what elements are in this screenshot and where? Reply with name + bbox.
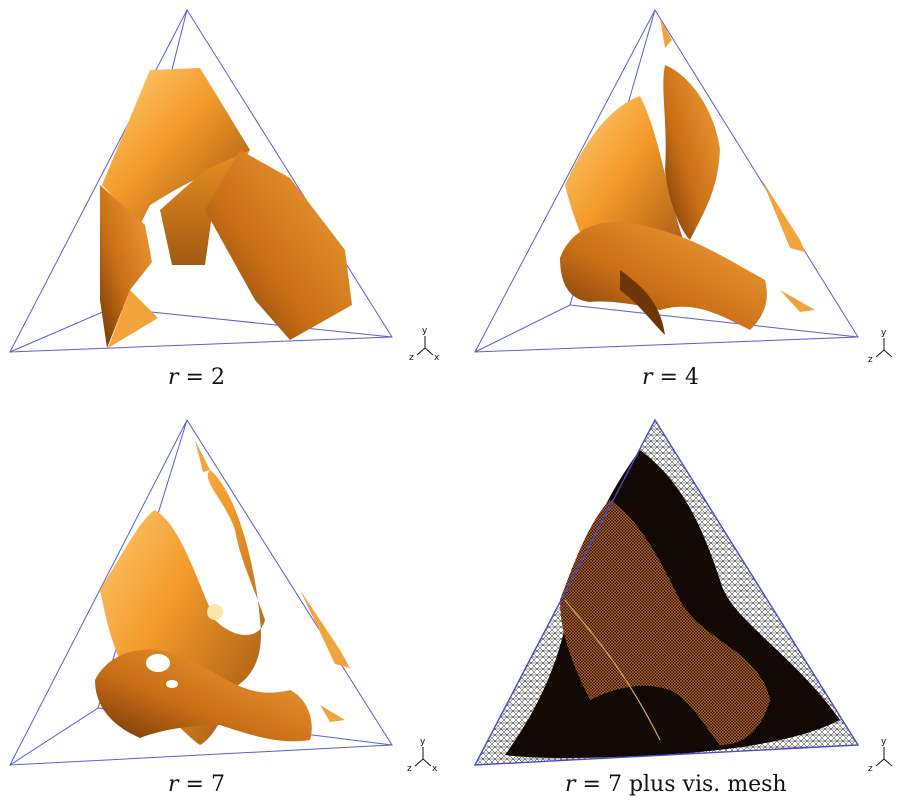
axis-label-z: z	[868, 764, 873, 774]
axis-label-y: y	[881, 737, 887, 747]
panel-r2: y x z	[9, 8, 440, 363]
axis-label-x: x	[432, 764, 438, 774]
isosurface	[560, 18, 815, 335]
caption-variable: r	[565, 772, 576, 797]
axis-triad	[875, 747, 893, 767]
axis-triad	[875, 338, 893, 358]
caption-r4: r = 4	[642, 365, 699, 390]
caption-variable: r	[642, 365, 653, 390]
caption-variable: r	[168, 365, 179, 390]
caption-text: = 7 plus vis. mesh	[575, 772, 787, 797]
caption-variable: r	[168, 772, 179, 797]
axis-label-y: y	[420, 737, 426, 747]
caption-r7: r = 7	[168, 772, 225, 797]
mesh-dense-region	[505, 450, 840, 759]
caption-text: = 2	[178, 365, 225, 390]
caption-r7-mesh: r = 7 plus vis. mesh	[565, 772, 787, 797]
panel-r4: y z	[474, 8, 893, 365]
axis-label-x: x	[434, 353, 440, 363]
isosurface	[95, 440, 350, 745]
caption-text: = 7	[178, 772, 225, 797]
axis-triad	[414, 747, 432, 767]
isosurface	[100, 68, 352, 348]
axis-label-z: z	[407, 764, 412, 774]
panel-r7: y x z	[9, 418, 438, 774]
axis-label-y: y	[881, 328, 887, 338]
caption-text: = 4	[652, 365, 699, 390]
axis-label-z: z	[868, 355, 873, 365]
axis-label-y: y	[422, 326, 428, 336]
axis-label-z: z	[409, 353, 414, 363]
caption-r2: r = 2	[168, 365, 225, 390]
tetrahedron-edges	[473, 418, 860, 766]
panel-r7-mesh: y z	[473, 418, 893, 774]
axis-triad	[416, 336, 434, 356]
